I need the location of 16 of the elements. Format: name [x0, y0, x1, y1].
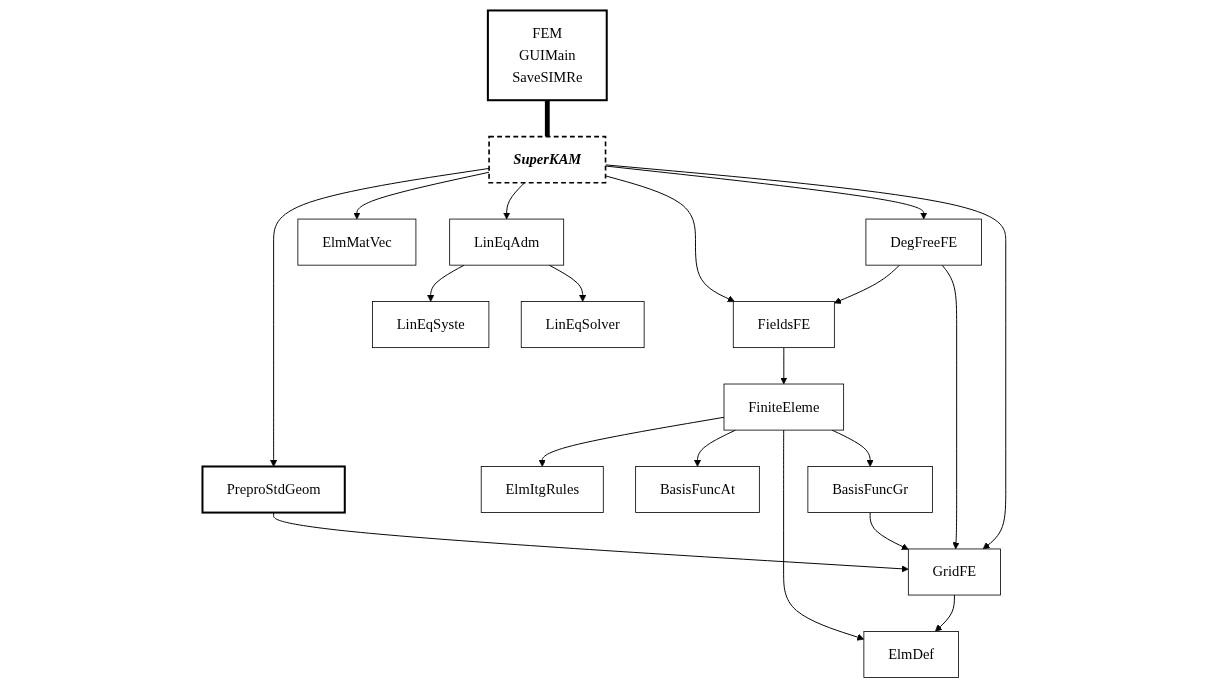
node-box: FiniteEleme [723, 383, 844, 431]
node-box: DegFreeFE [865, 218, 982, 266]
node-box: BasisFuncAt [635, 466, 760, 513]
node-box: ElmItgRules [480, 466, 604, 513]
node-box: ElmDef [863, 631, 959, 678]
connector [544, 100, 550, 137]
node-box: GridFE [907, 548, 1001, 596]
node-box: ElmMatVec [297, 218, 417, 266]
node-box: PreproStdGeom [201, 465, 346, 514]
node-box: LinEqSolver [520, 301, 645, 349]
node-box: BasisFuncGr [807, 466, 933, 513]
node-box: FieldsFE [732, 301, 835, 349]
node-box: SuperKAM [488, 135, 607, 184]
node-box: LinEqSyste [371, 301, 490, 349]
node-box: FEM GUIMain SaveSIMRe [486, 9, 608, 102]
node-box: LinEqAdm [449, 218, 564, 266]
